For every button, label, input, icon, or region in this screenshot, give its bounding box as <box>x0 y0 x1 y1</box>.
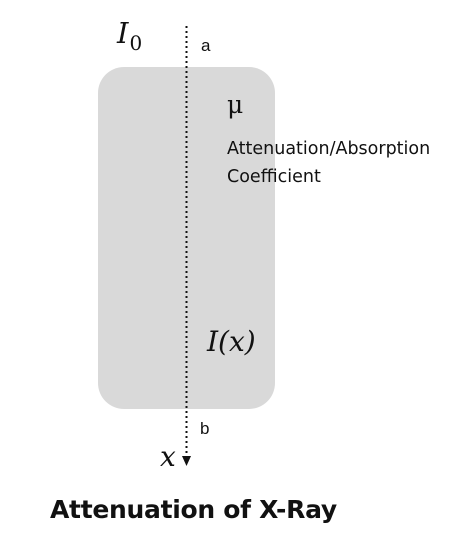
coefficient-label-line-2: Coefficient <box>227 167 321 187</box>
diagram-caption: Attenuation of X-Ray <box>50 495 337 524</box>
coefficient-label: Attenuation/Absorption Coefficient <box>227 135 430 191</box>
point-b-label: b <box>200 419 210 438</box>
incident-intensity-label: I0 <box>117 16 143 55</box>
coefficient-label-line-1: Attenuation/Absorption <box>227 139 431 159</box>
point-a-label: a <box>201 36 211 55</box>
axis-variable-label: x <box>160 440 176 473</box>
mu-symbol: μ <box>227 90 244 119</box>
xray-arrowhead-icon <box>182 456 191 466</box>
intensity-at-x-label: I(x) <box>207 325 256 358</box>
incident-intensity-subscript: 0 <box>129 31 143 55</box>
